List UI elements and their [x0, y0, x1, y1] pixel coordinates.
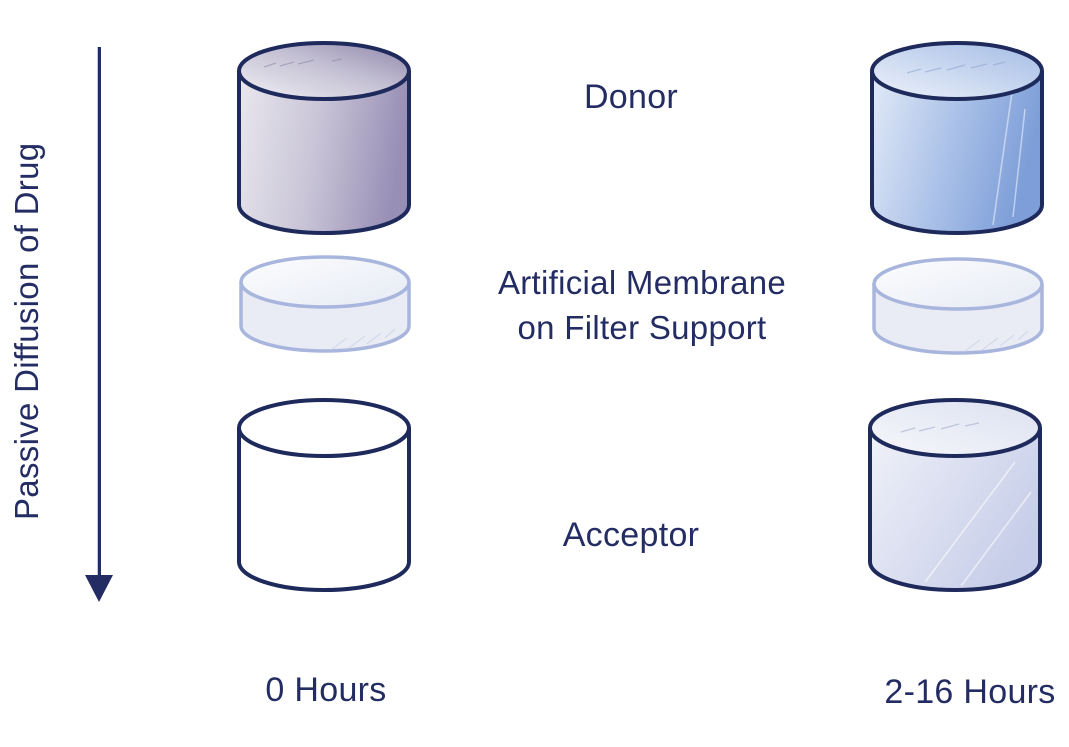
- membrane-disc-0h: [239, 255, 411, 353]
- time-label-2-16h: 2-16 Hours: [884, 673, 1056, 711]
- membrane-row-label-line2: on Filter Support: [517, 309, 767, 346]
- donor-row-label: Donor: [583, 78, 679, 116]
- down-arrow-line: [97, 47, 101, 577]
- acceptor-cylinder-0h: [237, 398, 411, 592]
- acceptor-cylinder-2-16h: [868, 398, 1042, 592]
- donor-cylinder-2-16h: [870, 41, 1044, 235]
- membrane-row-label: Artificial Membrane on Filter Support: [448, 260, 836, 350]
- acceptor-row-label: Acceptor: [562, 516, 700, 554]
- donor-cylinder-0h: [237, 41, 411, 235]
- flow-direction-label: Passive Diffusion of Drug: [8, 142, 45, 520]
- down-arrow-head-icon: [85, 575, 113, 602]
- membrane-disc-2-16h: [872, 257, 1044, 355]
- membrane-row-label-line1: Artificial Membrane: [497, 264, 787, 301]
- time-label-0h: 0 Hours: [265, 671, 387, 709]
